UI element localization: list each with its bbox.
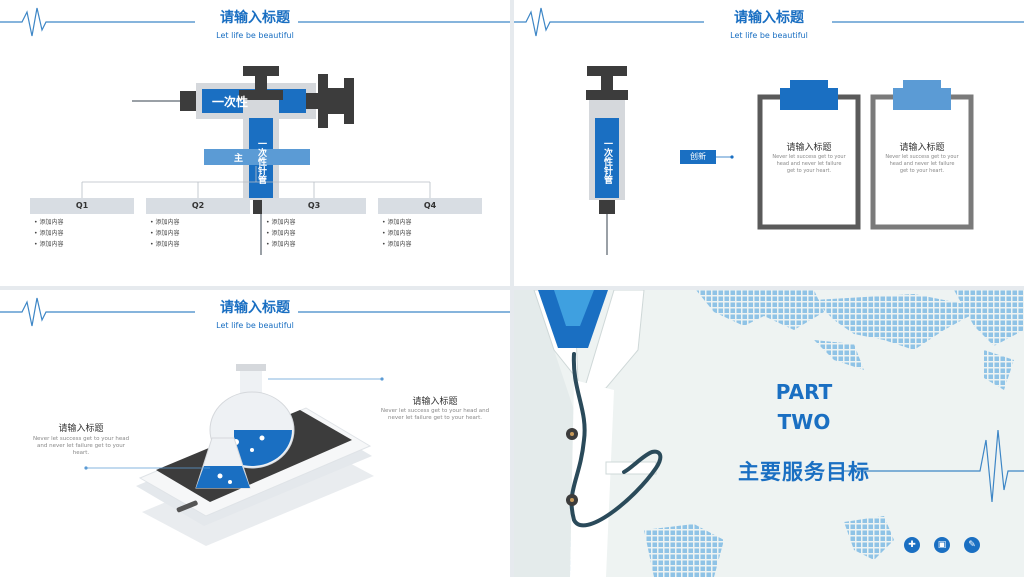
horizontal-syringe-label: 一次性	[212, 95, 249, 109]
syringe-icon	[586, 66, 628, 255]
q3-list: 添加内容 添加内容 添加内容	[266, 217, 295, 250]
card-1-text: Never let success get to your head and n…	[772, 154, 846, 174]
list-item: 添加内容	[382, 217, 411, 228]
list-item: 添加内容	[34, 228, 63, 239]
plus-circle-icon[interactable]: ✚	[904, 537, 920, 553]
left-heading: 请输入标题	[58, 424, 104, 434]
list-item: 添加内容	[266, 217, 295, 228]
list-item: 添加内容	[382, 228, 411, 239]
innovation-label: 创新	[680, 150, 716, 164]
q4-box: Q4	[378, 198, 482, 214]
list-item: 添加内容	[34, 217, 63, 228]
q2-list: 添加内容 添加内容 添加内容	[150, 217, 179, 250]
section-subtitle: 主要服务目标	[738, 460, 870, 484]
card-2-title: 请输入标题	[899, 143, 945, 153]
center-label-box: 主	[204, 149, 310, 165]
slide-1-title: 请输入标题	[220, 10, 290, 26]
flask-illustration-icon	[195, 364, 295, 489]
list-item: 添加内容	[150, 239, 179, 250]
list-item: 添加内容	[382, 239, 411, 250]
q4-list: 添加内容 添加内容 添加内容	[382, 217, 411, 250]
pen-icon[interactable]: ✎	[964, 537, 980, 553]
slide-1[interactable]: 请输入标题 Let life be beautiful 一次性 主 一次性针管 …	[0, 0, 510, 286]
slide-1-subtitle: Let life be beautiful	[216, 31, 294, 40]
clipboard-icon	[870, 80, 974, 230]
part-label: PART	[775, 380, 833, 404]
lab-coat-icon	[514, 290, 657, 577]
center-label: 主	[234, 154, 244, 164]
card-2-text: Never let success get to your head and n…	[885, 154, 959, 174]
slide-2-graphics	[514, 7, 1024, 255]
q1-list: 添加内容 添加内容 添加内容	[34, 217, 63, 250]
stethoscope-icon	[569, 352, 663, 528]
two-label: TWO	[777, 410, 831, 434]
clipboard-icon	[757, 80, 861, 230]
right-text: Never let success get to your head and n…	[380, 408, 490, 421]
slide-4[interactable]: PART TWO 主要服务目标 ✚ ▣ ✎	[514, 290, 1024, 577]
left-text: Never let success get to your head and n…	[32, 436, 130, 456]
slide-3-title: 请输入标题	[220, 300, 290, 316]
vertical-syringe-label: 一次性针管	[256, 138, 266, 184]
heartbeat-line-icon	[0, 7, 195, 37]
medicine-box-icon[interactable]: ▣	[934, 537, 950, 553]
slide-2[interactable]: 请输入标题 Let life be beautiful 一次性针管 创新 请输入…	[514, 0, 1024, 286]
list-item: 添加内容	[150, 228, 179, 239]
list-item: 添加内容	[34, 239, 63, 250]
right-heading: 请输入标题	[412, 397, 458, 407]
slide-3-subtitle: Let life be beautiful	[216, 321, 294, 330]
heartbeat-line-icon	[514, 7, 704, 37]
heartbeat-line-icon	[844, 429, 1024, 503]
slide-3[interactable]: 请输入标题 Let life be beautiful 请输入标题 Never …	[0, 290, 510, 577]
list-item: 添加内容	[266, 239, 295, 250]
list-item: 添加内容	[266, 228, 295, 239]
q2-box: Q2	[146, 198, 250, 214]
q3-box: Q3	[262, 198, 366, 214]
slide-3-graphics	[0, 297, 510, 546]
slide-2-title: 请输入标题	[734, 10, 804, 26]
list-item: 添加内容	[150, 217, 179, 228]
slide-2-subtitle: Let life be beautiful	[730, 31, 808, 40]
syringe-label: 一次性针管	[602, 138, 612, 184]
card-1-title: 请输入标题	[786, 143, 832, 153]
q1-box: Q1	[30, 198, 134, 214]
slide-4-graphics	[514, 290, 1024, 577]
heartbeat-line-icon	[0, 297, 195, 327]
